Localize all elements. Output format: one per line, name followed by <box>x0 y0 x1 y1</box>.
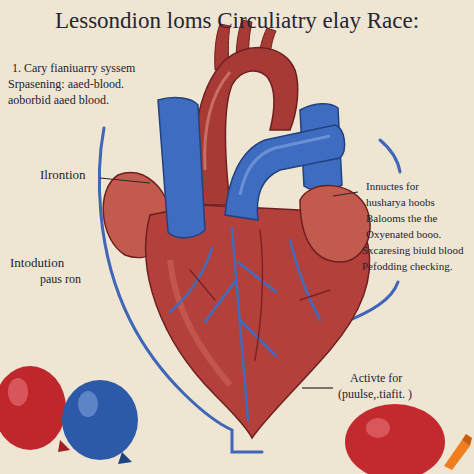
annotation-label: Intodution <box>10 256 64 271</box>
annotation-label: Activte for <box>350 372 402 386</box>
annotation-label: Balooms the the <box>366 212 438 225</box>
annotation-label: Srpasening: aaed-blood. <box>8 78 124 92</box>
annotation-label: Pefodding checking. <box>362 260 452 273</box>
annotation-label: 1. Cary fianiuarry syssem <box>12 62 135 76</box>
annotation-label: Sxcaresing biuld blood <box>362 244 463 257</box>
annotation-label: aoborbid aaed blood. <box>8 94 109 108</box>
annotation-label: Innuctes for <box>366 180 419 193</box>
annotation-label: Oxyenated booo. <box>366 228 441 241</box>
annotation-label: paus ron <box>40 273 81 287</box>
annotation-label: husharya hoobs <box>366 196 435 209</box>
annotation-label: (puulse,.tiafit. ) <box>338 388 412 402</box>
annotation-label: Ilrontion <box>40 168 86 183</box>
diagram-title: Lessondion loms Circuliatry elay Race: <box>55 8 419 34</box>
